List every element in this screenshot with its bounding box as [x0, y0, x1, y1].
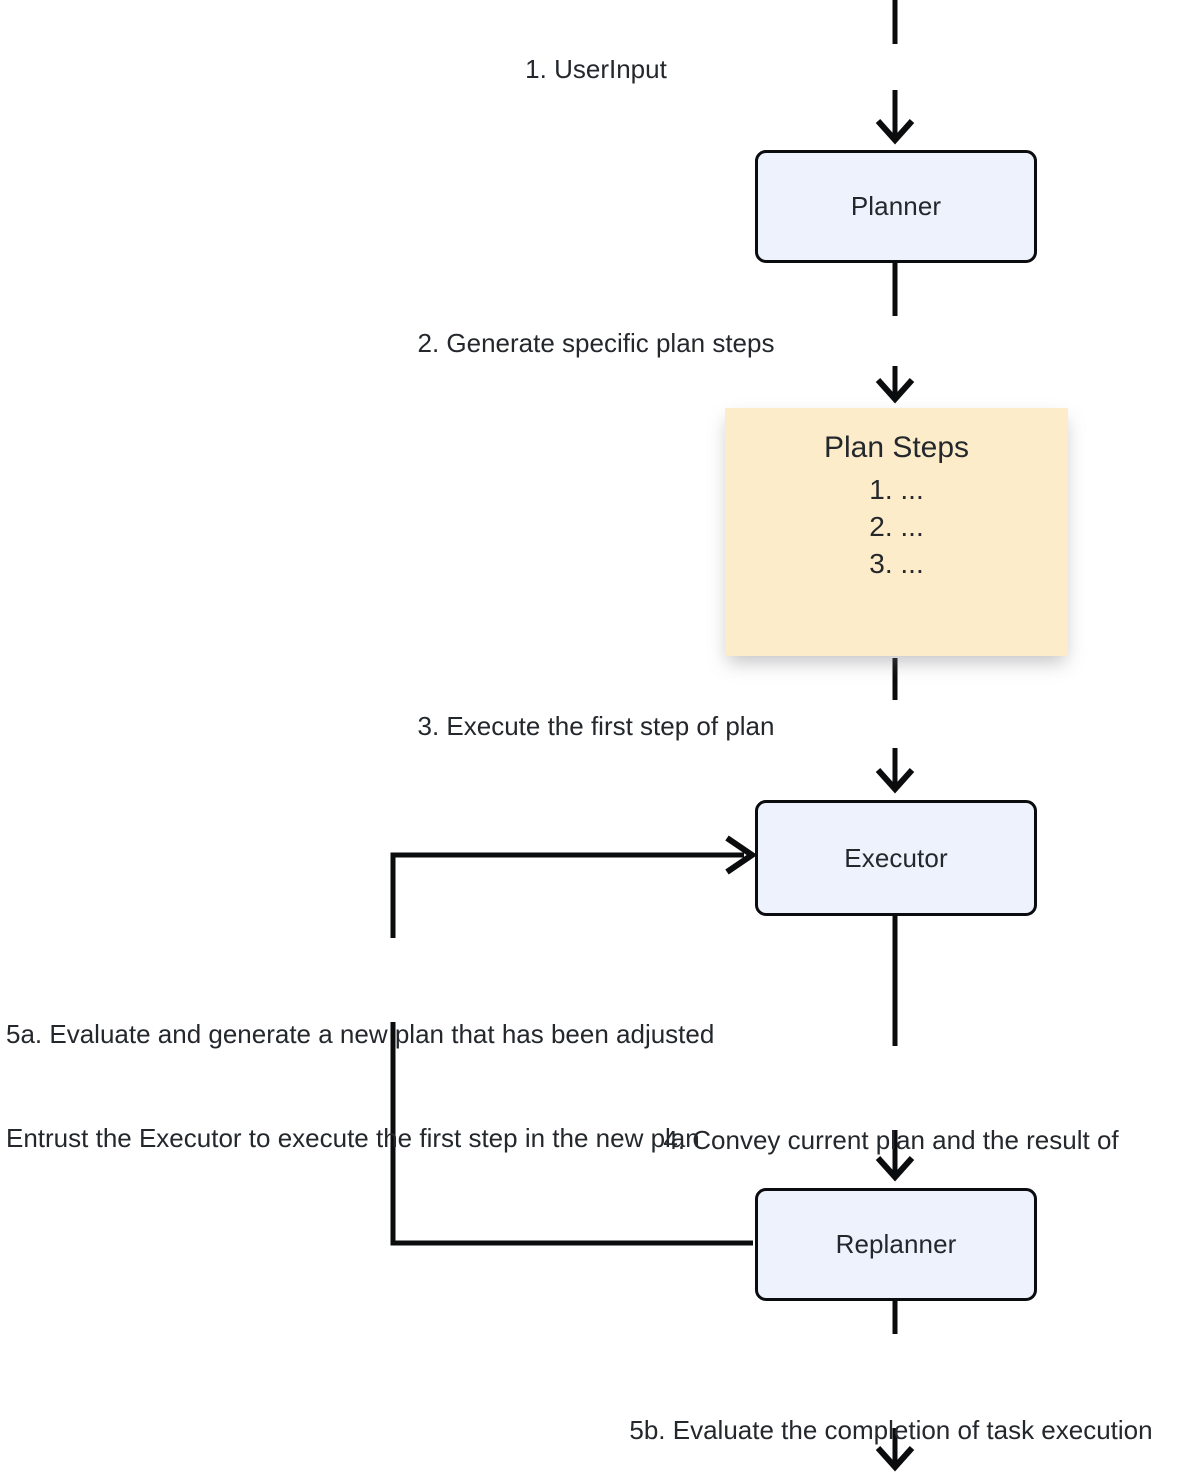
node-planner-label: Planner	[850, 191, 942, 221]
node-replanner[interactable]: Replanner	[755, 1188, 1037, 1301]
note-plan-steps: Plan Steps 1. ... 2. ... 3. ...	[725, 408, 1068, 656]
edge-label-5b-line1: 5b. Evaluate the completion of task exec…	[629, 1415, 1153, 1446]
note-plan-step-3: 3. ...	[869, 548, 924, 580]
note-plan-step-1: 1. ...	[869, 473, 924, 505]
edge-label-5a: 5a. Evaluate and generate a new plan tha…	[6, 948, 796, 1225]
edge-label-userinput: 1. UserInput	[525, 54, 667, 84]
edge-label-generate-plan-steps: 2. Generate specific plan steps	[417, 328, 775, 358]
arrowhead-executor	[875, 767, 915, 794]
node-replanner-label: Replanner	[835, 1229, 957, 1259]
edge-label-5a-line2: Entrust the Executor to execute the firs…	[6, 1122, 700, 1153]
edge-label-execute-first-step: 3. Execute the first step of plan	[417, 711, 775, 741]
node-planner[interactable]: Planner	[755, 150, 1037, 263]
node-executor-label: Executor	[844, 842, 948, 873]
note-plan-step-2: 2. ...	[869, 510, 924, 542]
arrowhead-plansteps	[875, 377, 915, 404]
node-executor[interactable]: Executor	[755, 800, 1037, 916]
arrowhead-planner	[875, 118, 915, 145]
note-plan-steps-title: Plan Steps	[823, 431, 970, 464]
connector-replanner-executor-loop-upper	[390, 852, 744, 938]
edge-label-5a-line1: 5a. Evaluate and generate a new plan tha…	[6, 1019, 715, 1050]
edge-label-4-line1: 4. Convey current plan and the result of	[663, 1125, 1119, 1156]
arrowhead-executor-loop	[725, 835, 758, 875]
edge-label-5b: 5b. Evaluate the completion of task exec…	[590, 1344, 1192, 1480]
